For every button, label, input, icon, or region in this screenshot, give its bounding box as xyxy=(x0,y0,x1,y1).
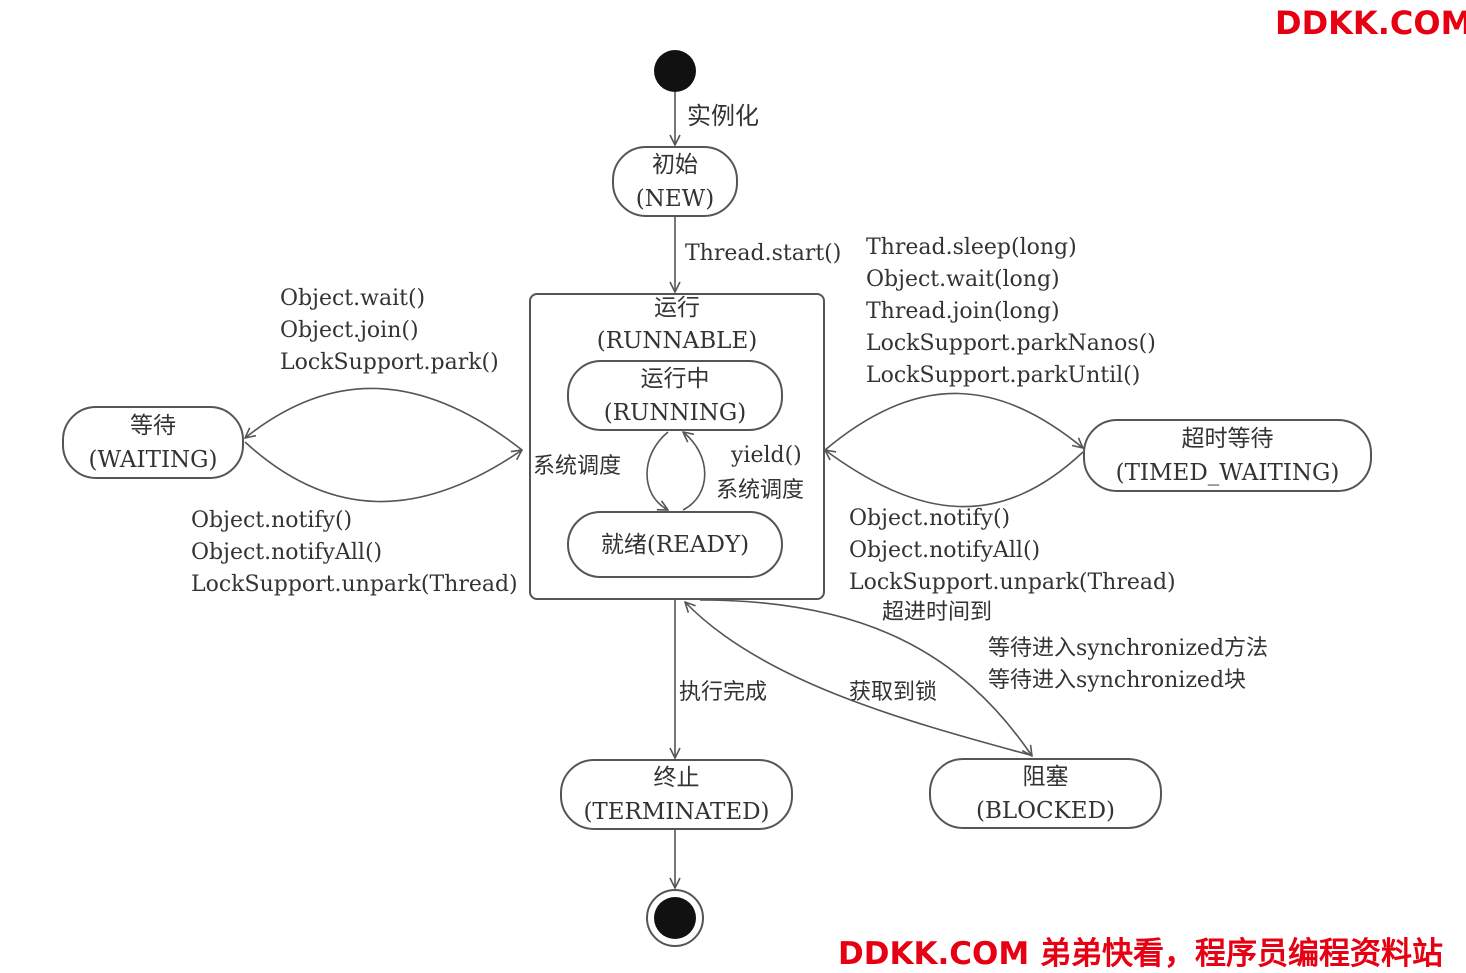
state-timed-waiting: 超时等待 (TIMED_WAITING) xyxy=(1083,419,1372,492)
label-wait-sync: 等待进入synchronized方法 等待进入synchronized块 xyxy=(988,633,1268,697)
state-terminated-cn: 终止 xyxy=(653,764,700,791)
label-to-waiting-1: Object.wait() xyxy=(280,286,426,311)
state-ready-label: 就绪(READY) xyxy=(600,531,750,558)
label-timeout: 超进时间到 xyxy=(882,600,993,625)
label-to-waiting: Object.wait() Object.join() LockSupport.… xyxy=(280,283,499,379)
label-to-waiting-2: Object.join() xyxy=(280,318,419,343)
label-from-waiting-1: Object.notify() xyxy=(191,508,353,533)
watermark-bottom: DDKK.COM 弟弟快看，程序员编程资料站 xyxy=(838,936,1444,972)
state-waiting-en: (WAITING) xyxy=(88,446,218,473)
label-to-timed-3: Thread.join(long) xyxy=(866,299,1060,324)
label-to-timed-2: Object.wait(long) xyxy=(866,267,1060,292)
arrow-ready-to-running xyxy=(683,432,706,511)
arrow-from-waiting xyxy=(244,441,522,503)
label-from-waiting-3: LockSupport.unpark(Thread) xyxy=(191,572,518,597)
label-from-timed-3: LockSupport.unpark(Thread) xyxy=(849,570,1176,595)
label-complete: 执行完成 xyxy=(679,680,768,705)
runnable-title-cn: 运行 xyxy=(654,295,700,321)
arrow-to-timed xyxy=(824,392,1083,451)
label-wait-sync-2: 等待进入synchronized块 xyxy=(988,668,1247,693)
label-instantiate: 实例化 xyxy=(687,102,759,130)
label-from-waiting-2: Object.notifyAll() xyxy=(191,540,383,565)
label-from-timed: Object.notify() Object.notifyAll() LockS… xyxy=(849,503,1176,599)
label-to-timed: Thread.sleep(long) Object.wait(long) Thr… xyxy=(866,232,1156,392)
state-timed-waiting-en: (TIMED_WAITING) xyxy=(1115,459,1340,486)
runnable-container xyxy=(529,293,825,600)
label-from-timed-2: Object.notifyAll() xyxy=(849,538,1041,563)
arrow-running-to-ready xyxy=(646,431,668,510)
arrow-acquire-lock xyxy=(685,602,1031,756)
start-node xyxy=(654,50,696,92)
label-schedule-right: 系统调度 xyxy=(716,478,805,503)
arrow-from-timed xyxy=(825,450,1084,508)
state-new-cn: 初始 xyxy=(652,151,698,178)
label-from-waiting: Object.notify() Object.notifyAll() LockS… xyxy=(191,505,518,601)
state-timed-waiting-cn: 超时等待 xyxy=(1181,425,1274,452)
state-running-cn: 运行中 xyxy=(640,365,710,392)
state-blocked: 阻塞 (BLOCKED) xyxy=(929,758,1162,829)
state-running-en: (RUNNING) xyxy=(603,399,747,426)
state-waiting: 等待 (WAITING) xyxy=(62,406,244,479)
label-acquire-lock: 获取到锁 xyxy=(849,680,938,705)
arrow-to-blocked xyxy=(699,599,1032,756)
label-start: Thread.start() xyxy=(685,241,842,266)
state-running: 运行中 (RUNNING) xyxy=(567,360,783,431)
end-node-dot xyxy=(654,897,696,939)
state-ready: 就绪(READY) xyxy=(567,511,783,578)
watermark-top: DDKK.COM xyxy=(1275,4,1466,42)
state-blocked-cn: 阻塞 xyxy=(1022,763,1069,790)
state-new-en: (NEW) xyxy=(635,185,715,212)
runnable-title-en: (RUNNABLE) xyxy=(596,328,758,354)
state-blocked-en: (BLOCKED) xyxy=(976,797,1115,824)
label-from-timed-1: Object.notify() xyxy=(849,506,1011,531)
label-schedule-left: 系统调度 xyxy=(533,454,622,479)
arrow-to-waiting xyxy=(245,387,523,451)
label-yield: yield() xyxy=(731,443,802,468)
state-terminated: 终止 (TERMINATED) xyxy=(560,759,793,830)
state-waiting-cn: 等待 xyxy=(130,412,176,439)
label-to-waiting-3: LockSupport.park() xyxy=(280,350,499,375)
label-to-timed-5: LockSupport.parkUntil() xyxy=(866,363,1141,388)
label-to-timed-1: Thread.sleep(long) xyxy=(866,235,1077,260)
state-new: 初始 (NEW) xyxy=(612,146,738,217)
label-to-timed-4: LockSupport.parkNanos() xyxy=(866,331,1156,356)
label-wait-sync-1: 等待进入synchronized方法 xyxy=(988,636,1269,661)
state-terminated-en: (TERMINATED) xyxy=(583,798,770,825)
